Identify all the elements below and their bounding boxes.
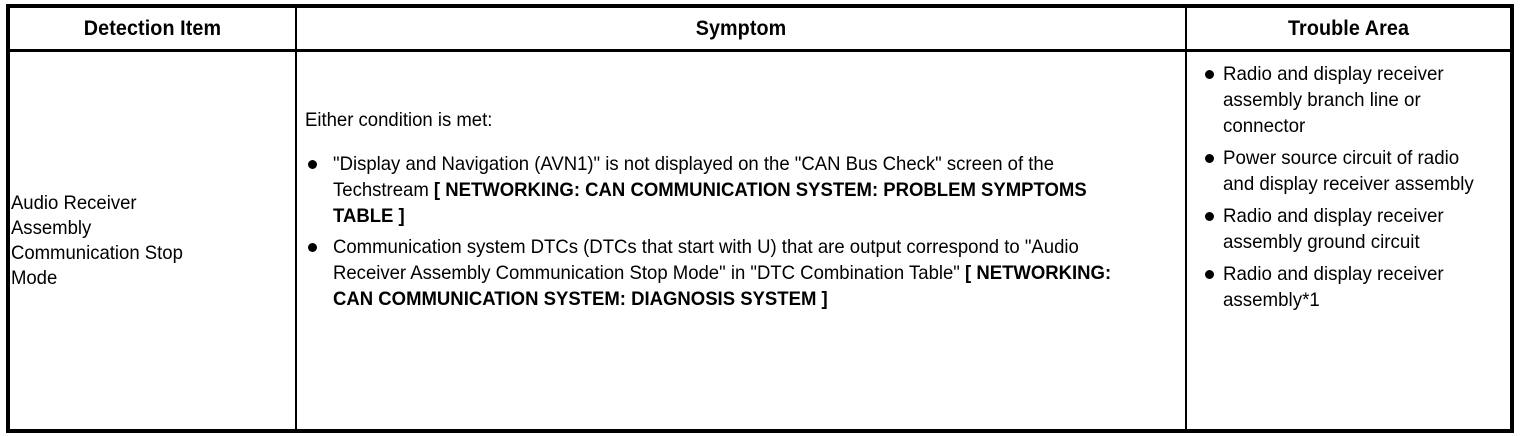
column-header-detection-item: Detection Item <box>16 6 289 52</box>
cell-detection-item: Audio Receiver Assembly Communication St… <box>8 50 297 431</box>
trouble-area-bullet-text: Radio and display receiver assembly grou… <box>1223 205 1444 253</box>
trouble-area-bullet-text: Power source circuit of radio and displa… <box>1223 147 1474 195</box>
bullet-dot-icon <box>1205 270 1214 279</box>
table-row: Audio Receiver Assembly Communication St… <box>8 50 1512 432</box>
reference-link-text: [ NETWORKING: CAN COMMUNICATION SYSTEM: … <box>333 262 1112 310</box>
table-header: Detection Item Symptom Trouble Area <box>8 6 1512 52</box>
trouble-area-bullet-item: Radio and display receiver assembly grou… <box>1193 203 1504 255</box>
column-header-trouble-area: Trouble Area <box>1195 6 1503 52</box>
detection-item-text: Audio Receiver Assembly Communication St… <box>10 191 183 289</box>
bullet-dot-icon <box>1205 212 1214 221</box>
reference-link-text: [ NETWORKING: CAN COMMUNICATION SYSTEM: … <box>333 179 1087 227</box>
column-header-symptom: Symptom <box>322 6 1161 52</box>
trouble-area-bullet-list: Radio and display receiver assembly bran… <box>1193 61 1504 313</box>
trouble-area-bullet-text: Radio and display receiver assembly bran… <box>1223 63 1444 137</box>
symptom-bullet-text: Communication system DTCs (DTCs that sta… <box>333 234 1133 312</box>
table-header-row: Detection Item Symptom Trouble Area <box>8 6 1512 52</box>
cell-symptom: Either condition is met: "Display and Na… <box>296 50 1187 431</box>
bullet-dot-icon <box>308 243 317 252</box>
trouble-area-bullet-item: Power source circuit of radio and displa… <box>1193 145 1504 197</box>
symptom-content: Either condition is met: "Display and Na… <box>297 107 1185 312</box>
symptom-bullet-text: "Display and Navigation (AVN1)" is not d… <box>333 151 1133 229</box>
symptom-bullet-list: "Display and Navigation (AVN1)" is not d… <box>305 151 1175 312</box>
symptom-plain-text: Communication system DTCs (DTCs that sta… <box>333 236 1079 284</box>
cell-trouble-area: Radio and display receiver assembly bran… <box>1186 51 1512 432</box>
diagnostic-trouble-table: Detection Item Symptom Trouble Area Audi… <box>6 4 1514 433</box>
bullet-dot-icon <box>1205 70 1214 79</box>
trouble-area-bullet-item: Radio and display receiver assembly*1 <box>1193 261 1504 313</box>
bullet-dot-icon <box>308 160 317 169</box>
trouble-area-bullet-item: Radio and display receiver assembly bran… <box>1193 61 1504 139</box>
symptom-bullet-item: "Display and Navigation (AVN1)" is not d… <box>305 151 1175 229</box>
symptom-plain-text: "Display and Navigation (AVN1)" is not d… <box>333 153 1055 201</box>
symptom-intro-text: Either condition is met: <box>305 109 493 131</box>
bullet-dot-icon <box>1205 154 1214 163</box>
table-body: Audio Receiver Assembly Communication St… <box>8 50 1512 432</box>
symptom-bullet-item: Communication system DTCs (DTCs that sta… <box>305 234 1175 312</box>
trouble-area-bullet-text: Radio and display receiver assembly*1 <box>1223 263 1444 311</box>
trouble-area-content: Radio and display receiver assembly bran… <box>1187 52 1510 313</box>
